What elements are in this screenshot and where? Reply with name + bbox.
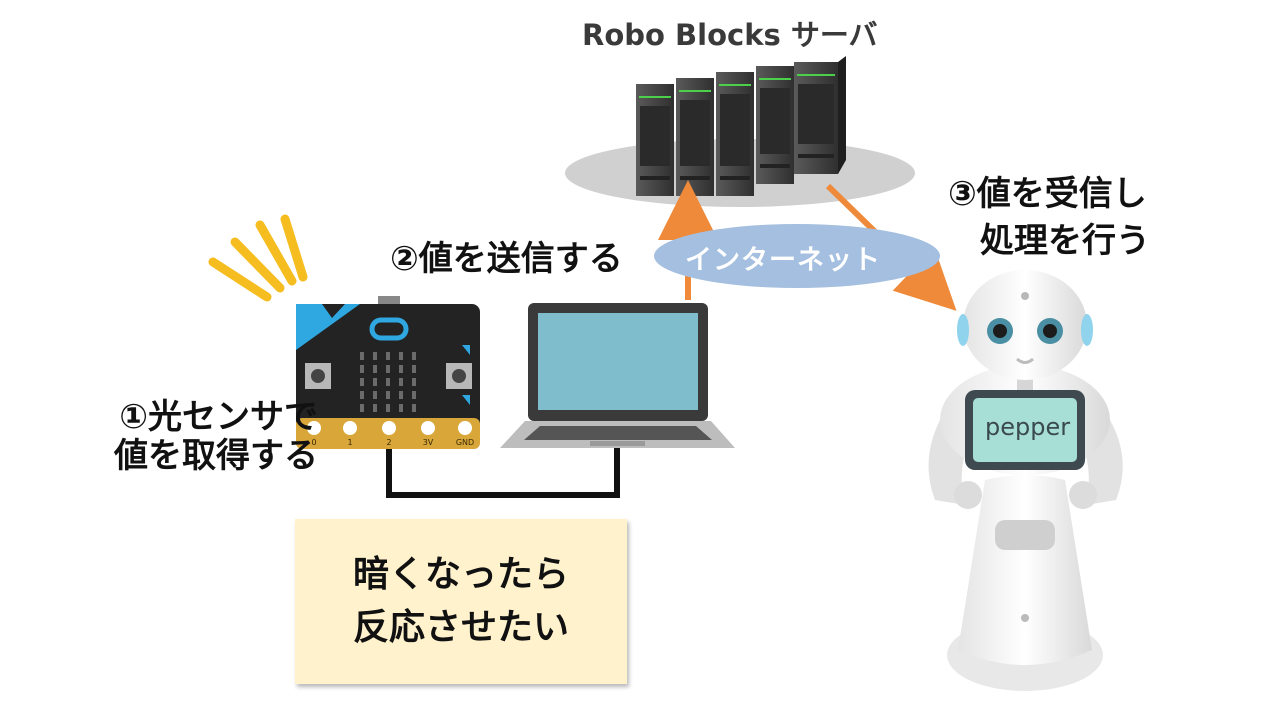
step1-line1: ①光センサで [119, 397, 318, 437]
microbit-board-icon: 0 1 2 3V GND [296, 296, 480, 449]
microbit-pin-hole [307, 421, 321, 435]
microbit-pin-hole [458, 421, 472, 435]
microbit-led [412, 352, 416, 360]
step3-line1: ③値を受信し [948, 174, 1147, 214]
microbit-led [373, 352, 377, 360]
microbit-led [399, 391, 403, 399]
usb-cable [386, 448, 620, 498]
note-line2: 反応させたい [352, 606, 569, 648]
internet-label: インターネット [685, 245, 881, 276]
microbit-led [399, 352, 403, 360]
light-spark-icon [208, 214, 308, 302]
server-title: Robo Blocks サーバ [582, 18, 878, 52]
microbit-led [412, 365, 416, 373]
microbit-pin-hole [421, 421, 435, 435]
microbit-led [399, 404, 403, 412]
microbit-led [373, 404, 377, 412]
microbit-led [360, 378, 364, 386]
microbit-pin-hole [382, 421, 396, 435]
microbit-led [360, 391, 364, 399]
microbit-led [399, 365, 403, 373]
microbit-led [386, 404, 390, 412]
microbit-led [386, 378, 390, 386]
robot-screen-text: pepper [985, 413, 1071, 441]
microbit-led [373, 391, 377, 399]
microbit-pin-label: 2 [386, 438, 391, 447]
microbit-led [360, 404, 364, 412]
internet-ellipse [654, 224, 940, 288]
microbit-led [412, 378, 416, 386]
microbit-led [412, 391, 416, 399]
microbit-led [386, 391, 390, 399]
microbit-led [373, 365, 377, 373]
step1-label: ①光センサで 値を取得する [78, 397, 318, 477]
step1-line2: 値を取得する [114, 436, 318, 477]
pepper-robot-icon [928, 270, 1123, 691]
laptop-icon [500, 303, 735, 448]
microbit-led [399, 378, 403, 386]
note-line1: 暗くなったら [352, 554, 569, 596]
microbit-led [386, 352, 390, 360]
microbit-pin-label: 0 [311, 438, 316, 447]
microbit-led [386, 365, 390, 373]
microbit-pin-label: 3V [423, 438, 434, 447]
microbit-pin-hole [343, 421, 357, 435]
microbit-led [412, 404, 416, 412]
microbit-led [360, 365, 364, 373]
note-box: 暗くなったら 反応させたい [295, 519, 627, 684]
microbit-led [360, 352, 364, 360]
server-rack-icon [636, 56, 846, 196]
step3-line2: 処理を行う [980, 221, 1150, 262]
microbit-pin-label: 1 [347, 438, 352, 447]
microbit-pin-label: GND [456, 438, 474, 447]
step2-label: ②値を送信する [390, 239, 623, 279]
microbit-led [373, 378, 377, 386]
step3-label: ③値を受信し 処理を行う [948, 174, 1150, 262]
